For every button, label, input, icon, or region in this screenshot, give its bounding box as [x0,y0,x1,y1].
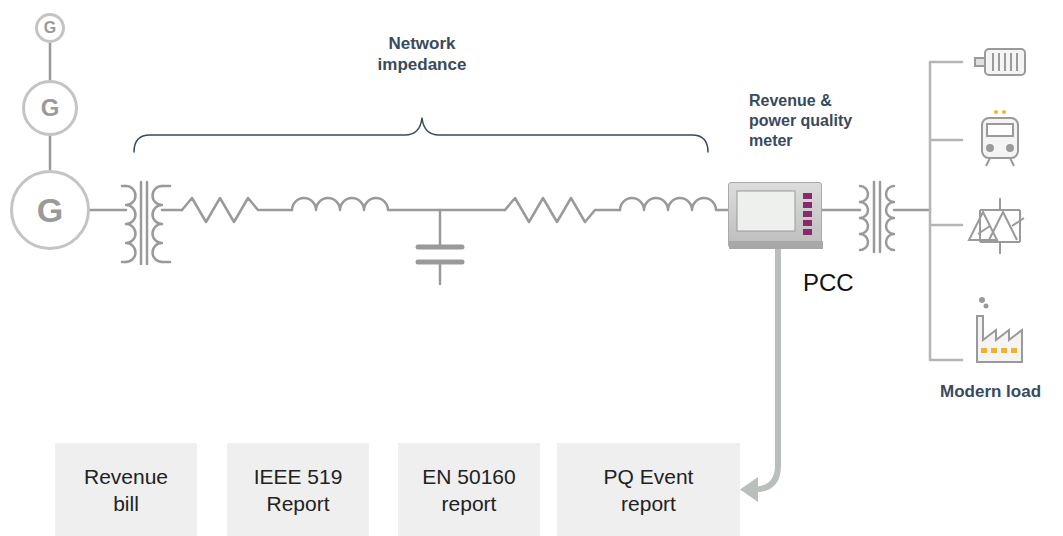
report-box: Revenue bill [55,443,197,536]
meter-face [729,183,823,249]
report-box: PQ Event report [557,443,740,536]
generator-letter: G [41,96,60,120]
transformer-symbol [122,182,170,264]
generator-letter: G [37,193,63,227]
wire [162,209,182,212]
generator-circle: G [22,80,78,136]
generator-circle: G [35,13,65,43]
wire [822,209,860,212]
transformer-symbol [860,182,894,252]
meter-box: Revenue & power quality meter [728,182,822,248]
connector [49,136,52,170]
load-bus [930,62,962,360]
bracket-label: Network impedance [367,33,477,75]
wire [90,209,126,212]
connector [49,43,52,80]
inductor-symbol [620,198,728,210]
pcc-label: PCC [803,268,854,298]
capacitor-symbol [418,210,462,284]
generator-circle: G [10,170,90,250]
resistor-symbol [182,198,292,222]
load-label: Modern load [940,381,1063,402]
bracket-label: Network impedance [332,33,512,75]
report-label: EN 50160 report [419,463,519,517]
report-box: EN 50160 report [398,443,540,536]
report-box: IEEE 519 Report [227,443,369,536]
report-label: PQ Event report [584,463,714,517]
wire [894,209,930,212]
bracket [134,118,708,152]
generator-letter: G [44,20,56,36]
thyristor-icon [969,198,1024,254]
inductor-symbol [292,198,505,210]
meter-label: Revenue & power quality meter [749,91,871,151]
report-label: IEEE 519 Report [248,463,348,517]
connector [754,248,778,490]
motor-icon [975,49,1025,75]
factory-icon [977,298,1022,362]
train-icon [982,110,1018,166]
arrow-head [740,477,758,502]
report-label: Revenue bill [76,463,176,517]
load-label: Modern load [940,381,1041,402]
resistor-symbol [505,198,620,222]
pcc-label: PCC [803,268,883,298]
